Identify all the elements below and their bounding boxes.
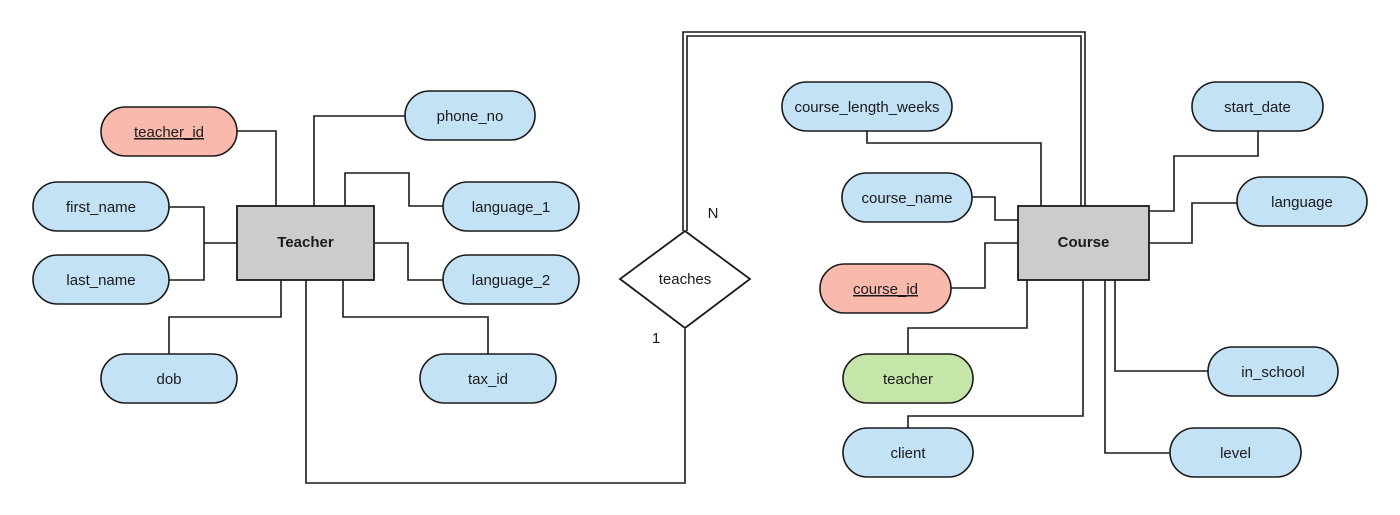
attr-language-2-shape bbox=[442, 254, 580, 305]
entity-teacher-label: Teacher bbox=[277, 234, 334, 251]
connector-course-id bbox=[951, 242, 1018, 289]
attr-last-name[interactable]: last_name bbox=[32, 254, 170, 305]
attr-language-1[interactable]: language_1 bbox=[442, 181, 580, 232]
connector-course-length-weeks bbox=[866, 131, 1042, 207]
attr-start-date[interactable]: start_date bbox=[1191, 81, 1324, 132]
attr-language-1-label: language_1 bbox=[472, 199, 550, 216]
attr-last-name-shape bbox=[32, 254, 170, 305]
connector-start-date bbox=[1150, 131, 1259, 212]
attr-phone-no[interactable]: phone_no bbox=[404, 90, 536, 141]
relationship-teaches-label: teaches bbox=[659, 271, 712, 288]
connector-client bbox=[907, 280, 1084, 428]
attr-course-length-weeks-label: course_length_weeks bbox=[794, 99, 939, 116]
connector-course-name bbox=[972, 196, 1018, 221]
attr-language-1-shape bbox=[442, 181, 580, 232]
attr-course-name[interactable]: course_name bbox=[841, 172, 973, 223]
entity-teacher-box bbox=[236, 205, 375, 281]
attr-in-school-shape bbox=[1207, 346, 1339, 397]
attr-client[interactable]: client bbox=[842, 427, 974, 478]
connector-level bbox=[1104, 280, 1170, 454]
attr-in-school-label: in_school bbox=[1241, 364, 1304, 381]
relationship-teaches[interactable]: teaches bbox=[618, 229, 752, 330]
attr-start-date-shape bbox=[1191, 81, 1324, 132]
attr-first-name-label: first_name bbox=[66, 199, 136, 216]
connector-teaches-to-course-inner bbox=[686, 35, 1082, 231]
connector-in-school bbox=[1114, 280, 1208, 372]
attr-course-length-weeks-shape bbox=[781, 81, 953, 132]
attr-tax-id[interactable]: tax_id bbox=[419, 353, 557, 404]
attr-tax-id-shape bbox=[419, 353, 557, 404]
attr-first-name-shape bbox=[32, 181, 170, 232]
attr-course-name-label: course_name bbox=[862, 190, 953, 207]
attr-dob[interactable]: dob bbox=[100, 353, 238, 404]
attr-teacher-fk[interactable]: teacher bbox=[842, 353, 974, 404]
connector-teacher-attr bbox=[907, 280, 1028, 354]
attr-level-shape bbox=[1169, 427, 1302, 478]
attr-teacher-id-shape bbox=[100, 106, 238, 157]
attr-course-id-label: course_id bbox=[853, 281, 918, 298]
connector-language-1 bbox=[344, 172, 443, 207]
connector-phone-no bbox=[313, 115, 405, 207]
connector-teacher-to-teaches bbox=[305, 280, 686, 484]
connector-language bbox=[1150, 202, 1237, 244]
attr-start-date-label: start_date bbox=[1224, 99, 1291, 116]
attr-language-shape bbox=[1236, 176, 1368, 227]
attr-course-name-shape bbox=[841, 172, 973, 223]
attr-course-length-weeks[interactable]: course_length_weeks bbox=[781, 81, 953, 132]
entity-course[interactable]: Course bbox=[1017, 205, 1150, 281]
attr-phone-no-shape bbox=[404, 90, 536, 141]
connector-language-2 bbox=[375, 242, 443, 281]
entity-teacher[interactable]: Teacher bbox=[236, 205, 375, 281]
attr-teacher-id-label: teacher_id bbox=[134, 124, 204, 141]
attr-language-label: language bbox=[1271, 194, 1333, 211]
attr-teacher-fk-label: teacher bbox=[883, 371, 933, 388]
attr-client-label: client bbox=[890, 445, 926, 462]
connector-tax-id bbox=[342, 280, 489, 354]
attr-dob-shape bbox=[100, 353, 238, 404]
connector-dob bbox=[168, 280, 282, 354]
attr-tax-id-label: tax_id bbox=[468, 371, 508, 388]
attr-level[interactable]: level bbox=[1169, 427, 1302, 478]
attr-dob-label: dob bbox=[156, 371, 181, 388]
attr-course-id-shape bbox=[819, 263, 952, 314]
connector-teaches-to-course-outer bbox=[682, 31, 1086, 231]
attr-level-label: level bbox=[1220, 445, 1251, 462]
attr-first-name[interactable]: first_name bbox=[32, 181, 170, 232]
attr-course-id[interactable]: course_id bbox=[819, 263, 952, 314]
entity-course-box bbox=[1017, 205, 1150, 281]
attr-language-2[interactable]: language_2 bbox=[442, 254, 580, 305]
attr-teacher-fk-shape bbox=[842, 353, 974, 404]
relationship-teaches-diamond bbox=[618, 229, 752, 330]
connectors bbox=[168, 31, 1259, 484]
attr-language-2-label: language_2 bbox=[472, 272, 550, 289]
attr-last-name-label: last_name bbox=[66, 272, 135, 289]
attr-language[interactable]: language bbox=[1236, 176, 1368, 227]
entity-course-label: Course bbox=[1058, 234, 1110, 251]
attr-phone-no-label: phone_no bbox=[437, 108, 504, 125]
cardinality-n: N bbox=[708, 205, 719, 222]
attr-teacher-id[interactable]: teacher_id bbox=[100, 106, 238, 157]
connector-first-name bbox=[169, 206, 205, 281]
attr-in-school[interactable]: in_school bbox=[1207, 346, 1339, 397]
cardinality-1: 1 bbox=[652, 330, 660, 347]
connector-teacher-id bbox=[237, 130, 277, 207]
attr-client-shape bbox=[842, 427, 974, 478]
